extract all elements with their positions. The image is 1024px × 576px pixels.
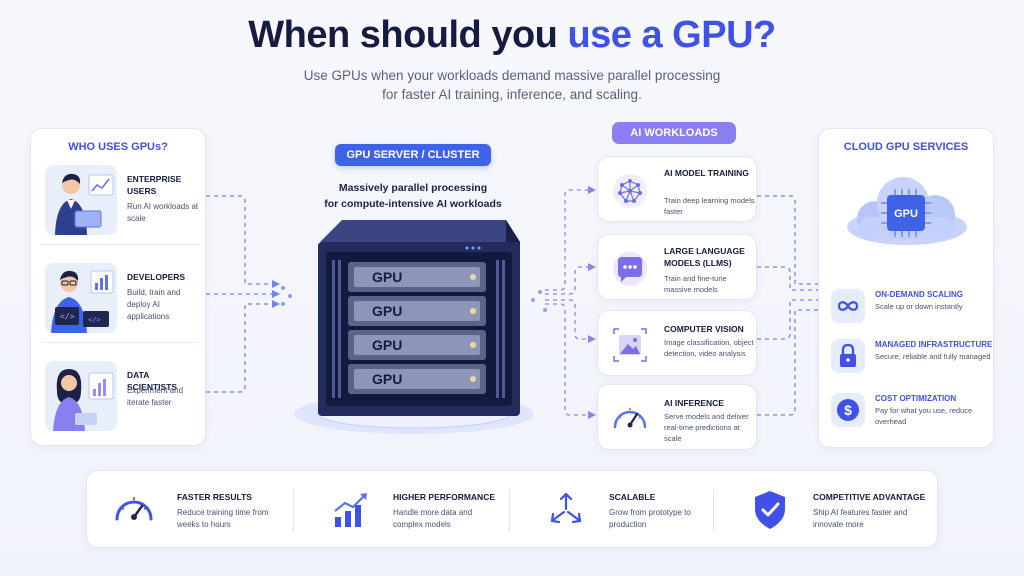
infinity-icon — [831, 289, 865, 323]
user-title: DATA SCIENTISTS — [127, 370, 178, 392]
user-desc: Build, train and deploy AI applications — [127, 288, 181, 321]
gpu-desc-line-2: for compute-intensive AI workloads — [324, 198, 502, 210]
bar-chart-up-icon — [327, 487, 373, 533]
gpu-server-pill: GPU SERVER / CLUSTER — [335, 144, 491, 166]
service-row-scaling: ON-DEMAND SCALING Scale up or down insta… — [831, 287, 991, 335]
data-scientist-illustration — [45, 361, 117, 431]
enterprise-user-illustration — [45, 165, 117, 235]
benefit-scalable: SCALABLE Grow from prototype to producti… — [519, 471, 715, 549]
lock-icon — [831, 339, 865, 373]
workload-desc: Train and fine-tune massive models — [664, 274, 727, 294]
benefits-bar: FASTER RESULTS Reduce training time from… — [86, 470, 938, 548]
workload-desc: Train deep learning models faster — [664, 196, 755, 216]
workload-card-llm: LARGE LANGUAGE MODELS (LLMs) Train and f… — [597, 234, 757, 300]
gpu-unit-label: GPU — [372, 337, 402, 353]
gpu-unit-label: GPU — [372, 303, 402, 319]
gpu-server-illustration: GPU GPU GPU GPU — [294, 220, 534, 434]
benefit-title: HIGHER PERFORMANCE — [393, 492, 496, 502]
gpu-server-description: Massively parallel processing for comput… — [300, 180, 526, 212]
benefit-title: FASTER RESULTS — [177, 492, 252, 502]
developer-illustration: </> </> — [45, 263, 117, 333]
benefit-divider — [293, 489, 294, 531]
workload-card-vision: COMPUTER VISION Image classification, ob… — [597, 310, 757, 376]
benefit-higher-performance: HIGHER PERFORMANCE Handle more data and … — [303, 471, 509, 549]
service-title: COST OPTIMIZATION — [875, 394, 957, 403]
service-title: MANAGED INFRASTRUCTURE — [875, 340, 993, 349]
workload-card-training: AI MODEL TRAINING Train deep learning mo… — [597, 156, 757, 222]
user-title: DEVELOPERS — [127, 272, 186, 282]
speedometer-icon — [610, 399, 650, 439]
cloud-gpu-illustration: GPU — [847, 177, 967, 245]
page-title: When should you use a GPU? — [248, 14, 776, 56]
gauge-icon — [111, 487, 157, 533]
user-row-data-scientists: DATA SCIENTISTS Experiment and iterate f… — [41, 355, 199, 441]
service-row-managed: MANAGED INFRASTRUCTURE Secure, reliable … — [831, 337, 993, 385]
benefit-desc: Ship AI features faster and innovate mor… — [813, 508, 908, 529]
gpu-unit-label: GPU — [372, 371, 402, 387]
service-row-cost: $ COST OPTIMIZATION Pay for what you use… — [831, 391, 991, 439]
benefit-divider — [509, 489, 510, 531]
ai-workloads-pill: AI WORKLOADS — [612, 122, 736, 144]
service-desc: Secure, reliable and fully managed — [875, 352, 991, 361]
benefit-competitive-advantage: COMPETITIVE ADVANTAGE Ship AI features f… — [723, 471, 937, 549]
cloud-services-title: CLOUD GPU SERVICES — [843, 141, 969, 153]
gpu-unit-label: GPU — [372, 269, 402, 285]
benefit-desc: Handle more data and complex models — [393, 508, 473, 529]
svg-text:</>: </> — [60, 312, 75, 321]
user-row-enterprise: ENTERPRISE USERS Run AI workloads at sca… — [41, 159, 199, 245]
user-row-developers: </> </> DEVELOPERS Build, train and depl… — [41, 257, 199, 343]
gpu-desc-line-1: Massively parallel processing — [338, 182, 488, 194]
scale-arrows-icon — [543, 487, 589, 533]
service-title: ON-DEMAND SCALING — [875, 290, 963, 299]
who-uses-panel: WHO USES GPUs? ENTERPRISE USERS Run AI w… — [30, 128, 206, 446]
workload-title: AI INFERENCE — [664, 398, 724, 408]
image-icon — [610, 325, 650, 365]
workload-title: COMPUTER VISION — [664, 324, 744, 334]
workload-title: LARGE LANGUAGE MODELS (LLMs) — [664, 246, 745, 268]
user-desc: Run AI workloads at scale — [127, 202, 199, 223]
benefit-faster-results: FASTER RESULTS Reduce training time from… — [87, 471, 293, 549]
benefit-desc: Grow from prototype to production — [609, 508, 691, 529]
workload-title: AI MODEL TRAINING — [664, 168, 749, 178]
page-subtitle: Use GPUs when your workloads demand mass… — [0, 66, 1024, 104]
benefit-desc: Reduce training time from weeks to hours — [177, 508, 269, 529]
workload-card-inference: AI INFERENCE Serve models and deliver re… — [597, 384, 757, 450]
svg-text:</>: </> — [88, 316, 101, 324]
benefit-title: SCALABLE — [609, 492, 656, 502]
subtitle-line-1: Use GPUs when your workloads demand mass… — [303, 68, 721, 83]
who-uses-title: WHO USES GPUs? — [68, 141, 168, 153]
svg-text:$: $ — [844, 402, 852, 418]
service-desc: Pay for what you use, reduce overhead — [875, 406, 973, 426]
brain-network-icon — [610, 171, 650, 211]
service-desc: Scale up or down instantly — [875, 302, 963, 311]
dollar-icon: $ — [831, 393, 865, 427]
subtitle-line-2: for faster AI training, inference, and s… — [382, 87, 642, 102]
benefit-divider — [713, 489, 714, 531]
benefit-title: COMPETITIVE ADVANTAGE — [813, 492, 926, 502]
chat-bubble-icon — [610, 249, 650, 289]
shield-check-icon — [747, 487, 793, 533]
user-title: ENTERPRISE USERS — [127, 174, 182, 196]
user-desc: Experiment and iterate faster — [127, 386, 184, 407]
cloud-services-panel: CLOUD GPU SERVICES GPU ON-DEMAND SCALING… — [818, 128, 994, 448]
workload-desc: Image classification, object detection, … — [664, 338, 754, 358]
workload-desc: Serve models and deliver real-time predi… — [664, 412, 749, 443]
cloud-gpu-label: GPU — [894, 208, 918, 220]
